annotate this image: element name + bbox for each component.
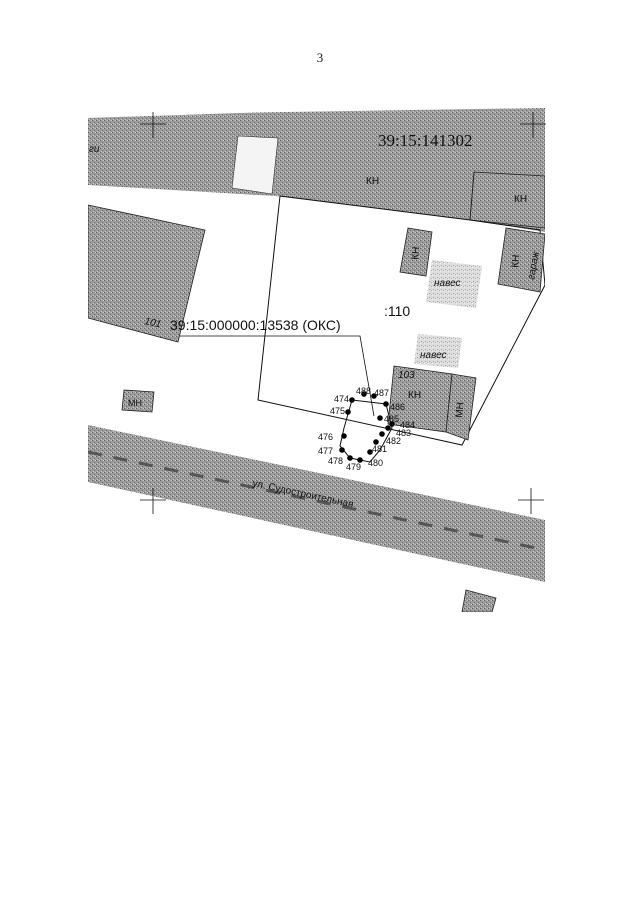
survey-point-dot-486: [383, 401, 389, 407]
parcel-110-outline: [257, 195, 545, 446]
building-kn-small: [399, 227, 433, 277]
survey-point-dot-474: [349, 397, 355, 403]
canopy-lower-label: навес: [420, 350, 447, 361]
building-103-label: 103: [398, 370, 415, 381]
building-mn-left: [121, 389, 155, 413]
survey-point-dot-480: [367, 449, 373, 455]
registration-marks: [140, 112, 546, 514]
survey-point-label-485: 485: [384, 414, 399, 424]
canopy-lower: [414, 334, 462, 368]
top-block-band-lower: [88, 172, 545, 232]
canopy-upper: [426, 260, 482, 308]
kn-top-row-label: КН: [366, 176, 379, 187]
survey-point-label-486: 486: [390, 402, 405, 412]
survey-point-label-476: 476: [318, 432, 333, 442]
building-kn-top-right: [469, 171, 545, 229]
survey-point-label-474: 474: [334, 394, 349, 404]
mn-left-label: МН: [128, 398, 142, 408]
survey-point-dot-478: [347, 455, 353, 461]
canopy-upper-label: навес: [434, 278, 461, 289]
building-mn-side: [445, 373, 477, 441]
survey-point-label-483: 483: [396, 428, 411, 438]
building-101: [88, 204, 206, 343]
survey-point-dot-488: [361, 391, 367, 397]
survey-point-label-488: 488: [356, 386, 371, 396]
oks-leader-line: [180, 335, 375, 417]
divider-line: [469, 171, 475, 221]
survey-point-dot-481: [373, 439, 379, 445]
survey-point-label-487: 487: [374, 388, 389, 398]
survey-point-label-481: 481: [372, 444, 387, 454]
kn-top-right-label: КН: [514, 194, 527, 205]
building-fragment-bottom: [461, 589, 497, 612]
survey-point-dot-485: [377, 415, 383, 421]
mn-side-label: МН: [454, 402, 467, 419]
kn-small-label: КН: [410, 246, 422, 260]
survey-point-label-480: 480: [368, 458, 383, 468]
survey-point-label-479: 479: [346, 462, 361, 472]
survey-point-dot-476: [341, 433, 347, 439]
survey-point-dot-484: [389, 421, 395, 427]
survey-point-label-475: 475: [330, 406, 345, 416]
survey-point-dot-483: [385, 425, 391, 431]
street-band: [88, 425, 545, 582]
survey-point-dot-479: [357, 457, 363, 463]
kn-main-label: КН: [408, 390, 421, 401]
survey-point-dot-487: [371, 393, 377, 399]
quarter-number-label: 39:15:141302: [378, 131, 472, 150]
top-block-band: [88, 108, 545, 178]
top-left-fragment-label: ги: [89, 144, 100, 155]
garage-label: гараж: [526, 250, 542, 281]
survey-point-label-482: 482: [386, 436, 401, 446]
building-garage: [497, 227, 545, 293]
survey-point-dot-475: [345, 409, 351, 415]
top-band-gap: [231, 135, 279, 195]
survey-point-label-484: 484: [400, 420, 415, 430]
page-number: 3: [316, 50, 324, 65]
survey-point-label-477: 477: [318, 446, 333, 456]
survey-point-dot-477: [339, 447, 345, 453]
survey-point-dot-482: [379, 431, 385, 437]
oks-label: 39:15:000000:13538 (ОКС): [170, 317, 341, 333]
building-101-label: 101: [143, 316, 162, 330]
survey-point-label-478: 478: [328, 456, 343, 466]
parcel-110-label: :110: [384, 303, 410, 319]
kn-right-side-label: КН: [510, 254, 522, 268]
